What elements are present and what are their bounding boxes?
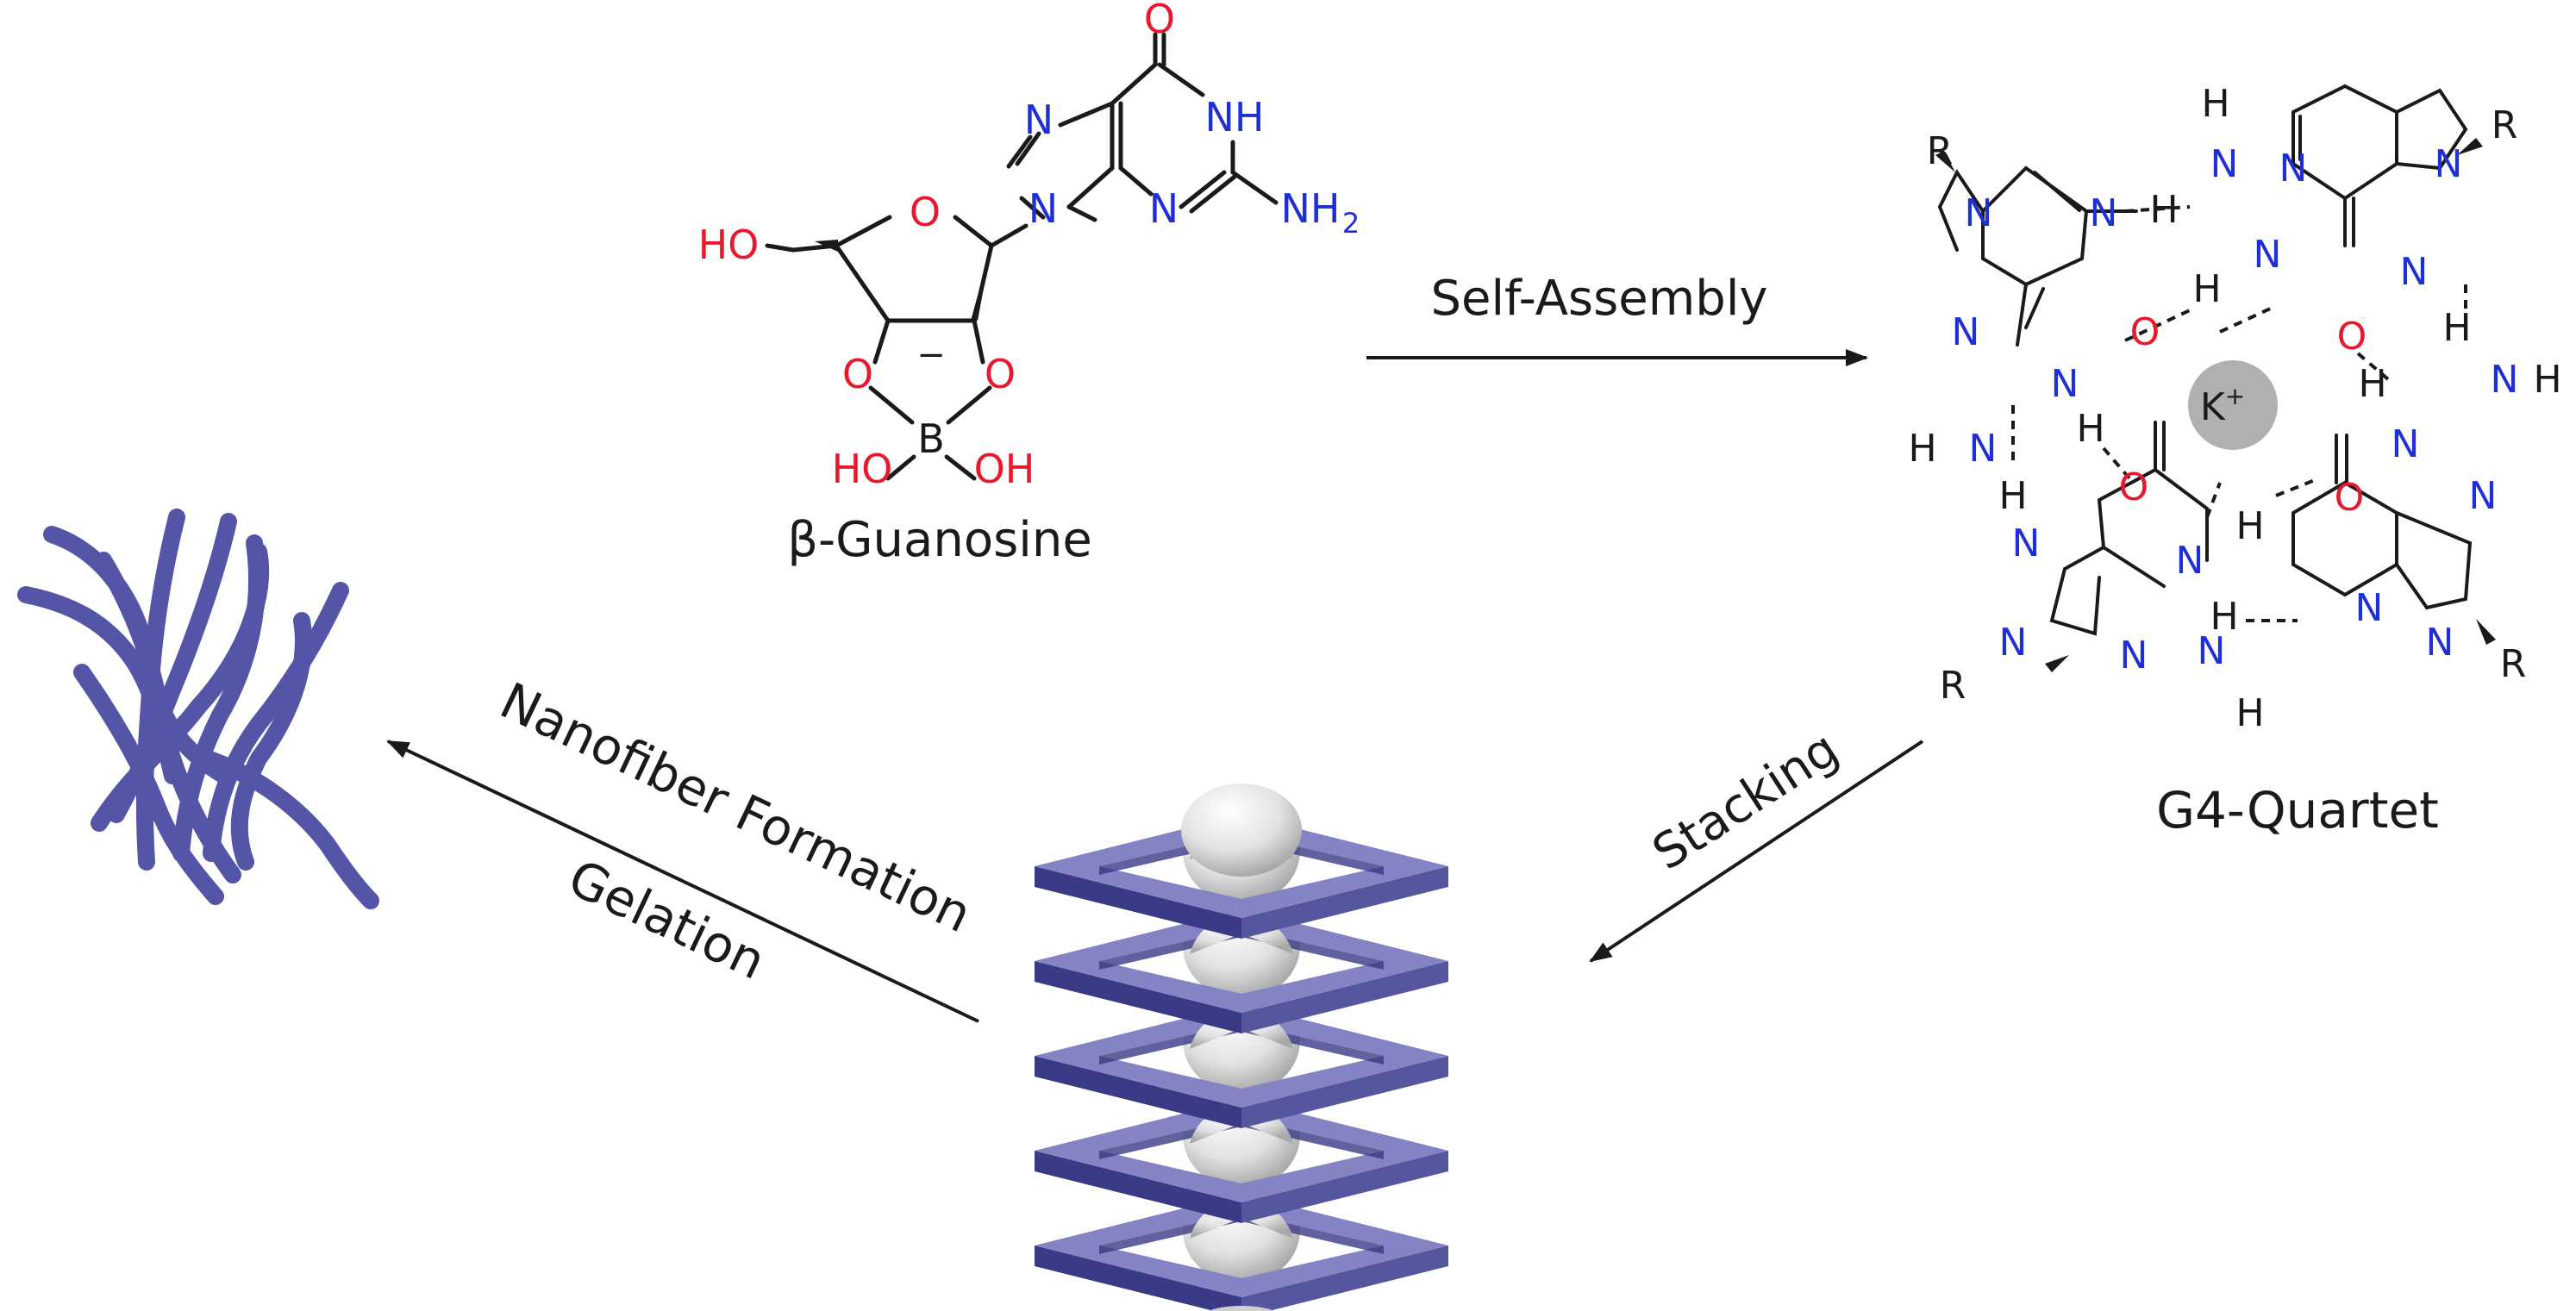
- layer-side-left: [1035, 1245, 1241, 1311]
- quartet-n: N: [2090, 191, 2118, 235]
- borate-charge: −: [916, 335, 946, 375]
- quartet-o: O: [2335, 476, 2365, 520]
- self-assembly-label: Self-Assembly: [1430, 271, 1767, 327]
- nanofiber-arrow: [386, 740, 979, 1023]
- g4-quartet: R R R R N N H N N O H H N H H H N N N N …: [1908, 82, 2561, 735]
- fiber-strand: [73, 664, 224, 905]
- atom-o-right: O: [985, 351, 1016, 397]
- quartet-n: N: [1969, 427, 1998, 471]
- quartet-o: O: [2119, 465, 2149, 509]
- atom-b: B: [917, 415, 945, 462]
- wedge-bond: [971, 246, 991, 321]
- quartet-r: R: [1927, 129, 1954, 173]
- quadruplex-stack: [1035, 783, 1448, 1311]
- quartet-n: N: [2210, 142, 2239, 186]
- fiber-strand: [230, 612, 312, 871]
- quartet-r: R: [2492, 103, 2518, 147]
- quartet-n: N: [2426, 621, 2454, 665]
- layer-top-face: [1035, 815, 1448, 918]
- quartet-n: N: [2355, 586, 2384, 630]
- quartet-o: O: [2337, 315, 2367, 359]
- bottom-sphere: [1208, 1306, 1275, 1311]
- quartet-n: N: [2176, 539, 2204, 583]
- quartet-o: O: [2130, 310, 2160, 354]
- fiber-strand: [198, 750, 379, 909]
- quartet-n: N: [2051, 362, 2079, 406]
- quartet-n: N: [2435, 142, 2463, 186]
- quartet-h: H: [2358, 362, 2386, 406]
- quartet-label: G4-Quartet: [2156, 781, 2439, 840]
- stacking-arrow: [1589, 740, 1924, 963]
- nanofiber-network: [17, 509, 379, 909]
- guanosine-label: β-Guanosine: [787, 512, 1092, 568]
- gelation-label: Gelation: [560, 848, 774, 991]
- layer-top-face: [1035, 1004, 1448, 1108]
- wedge-bond: [836, 246, 890, 321]
- layer-side-left: [1035, 866, 1241, 939]
- quartet-n: N: [1999, 621, 2028, 665]
- atom-ho-bottom: HO: [832, 446, 893, 492]
- atom-o6: O: [1144, 0, 1175, 42]
- quartet-n: N: [2120, 634, 2148, 677]
- atom-o-ring: O: [910, 189, 941, 235]
- svg-text:NH: NH: [1281, 185, 1341, 232]
- svg-text:2: 2: [1342, 207, 1360, 240]
- quartet-n: N: [2012, 521, 2041, 565]
- fiber-strand: [17, 586, 181, 784]
- quartet-h: H: [2210, 595, 2238, 639]
- quartet-h: H: [2235, 691, 2264, 735]
- atom-nh2: NH 2: [1281, 185, 1360, 240]
- quartet-h: H: [2076, 407, 2104, 451]
- layer-top-face: [1035, 1194, 1448, 1297]
- atom-oh-bottom: OH: [974, 446, 1035, 492]
- quartet-r: R: [2500, 642, 2527, 686]
- layer-side-left: [1035, 961, 1241, 1033]
- quartet-r: R: [1940, 664, 1966, 708]
- potassium-ion: [2188, 360, 2278, 450]
- quartet-n: N: [2400, 250, 2429, 294]
- quartet-h: H: [1998, 474, 2027, 518]
- quartet-n: N: [2198, 629, 2226, 673]
- layer-side-right: [1241, 1056, 1448, 1128]
- quartet-h: H: [2533, 358, 2561, 402]
- quartet-h: H: [2235, 504, 2264, 548]
- layer-side-left: [1035, 1151, 1241, 1223]
- quartet-h: H: [2201, 82, 2229, 126]
- quartet-n: N: [2469, 474, 2498, 518]
- quartet-h: H: [2442, 306, 2471, 350]
- quartet-n: N: [2392, 422, 2420, 466]
- quartet-h: H: [2192, 267, 2221, 311]
- atom-n3: N: [1149, 185, 1179, 232]
- layer-side-right: [1241, 1151, 1448, 1223]
- layer-side-right: [1241, 866, 1448, 939]
- fiber-strand: [91, 543, 270, 832]
- quartet-n: N: [1952, 310, 1980, 354]
- quartet-n: N: [1965, 191, 1993, 235]
- layer-side-right: [1241, 1245, 1448, 1311]
- potassium-label: K+: [2200, 382, 2245, 429]
- atom-nh1: NH: [1205, 94, 1265, 140]
- layer-side-left: [1035, 1056, 1241, 1128]
- top-sphere: [1181, 783, 1302, 877]
- layer-side-right: [1241, 961, 1448, 1033]
- quartet-h: H: [1908, 427, 1936, 471]
- wedge-bond: [815, 240, 838, 252]
- fiber-strand: [203, 582, 349, 862]
- layer-top-face: [1035, 1099, 1448, 1202]
- quartet-n: N: [2254, 233, 2282, 277]
- atom-n9: N: [1029, 185, 1058, 232]
- quartet-n: N: [2491, 358, 2519, 402]
- quartet-h: H: [2149, 188, 2178, 232]
- atom-o-left: O: [842, 351, 873, 397]
- atom-n7: N: [1024, 97, 1054, 143]
- quartet-n: N: [2279, 147, 2308, 190]
- atom-ho: HO: [698, 222, 760, 268]
- layer-top-face: [1035, 909, 1448, 1013]
